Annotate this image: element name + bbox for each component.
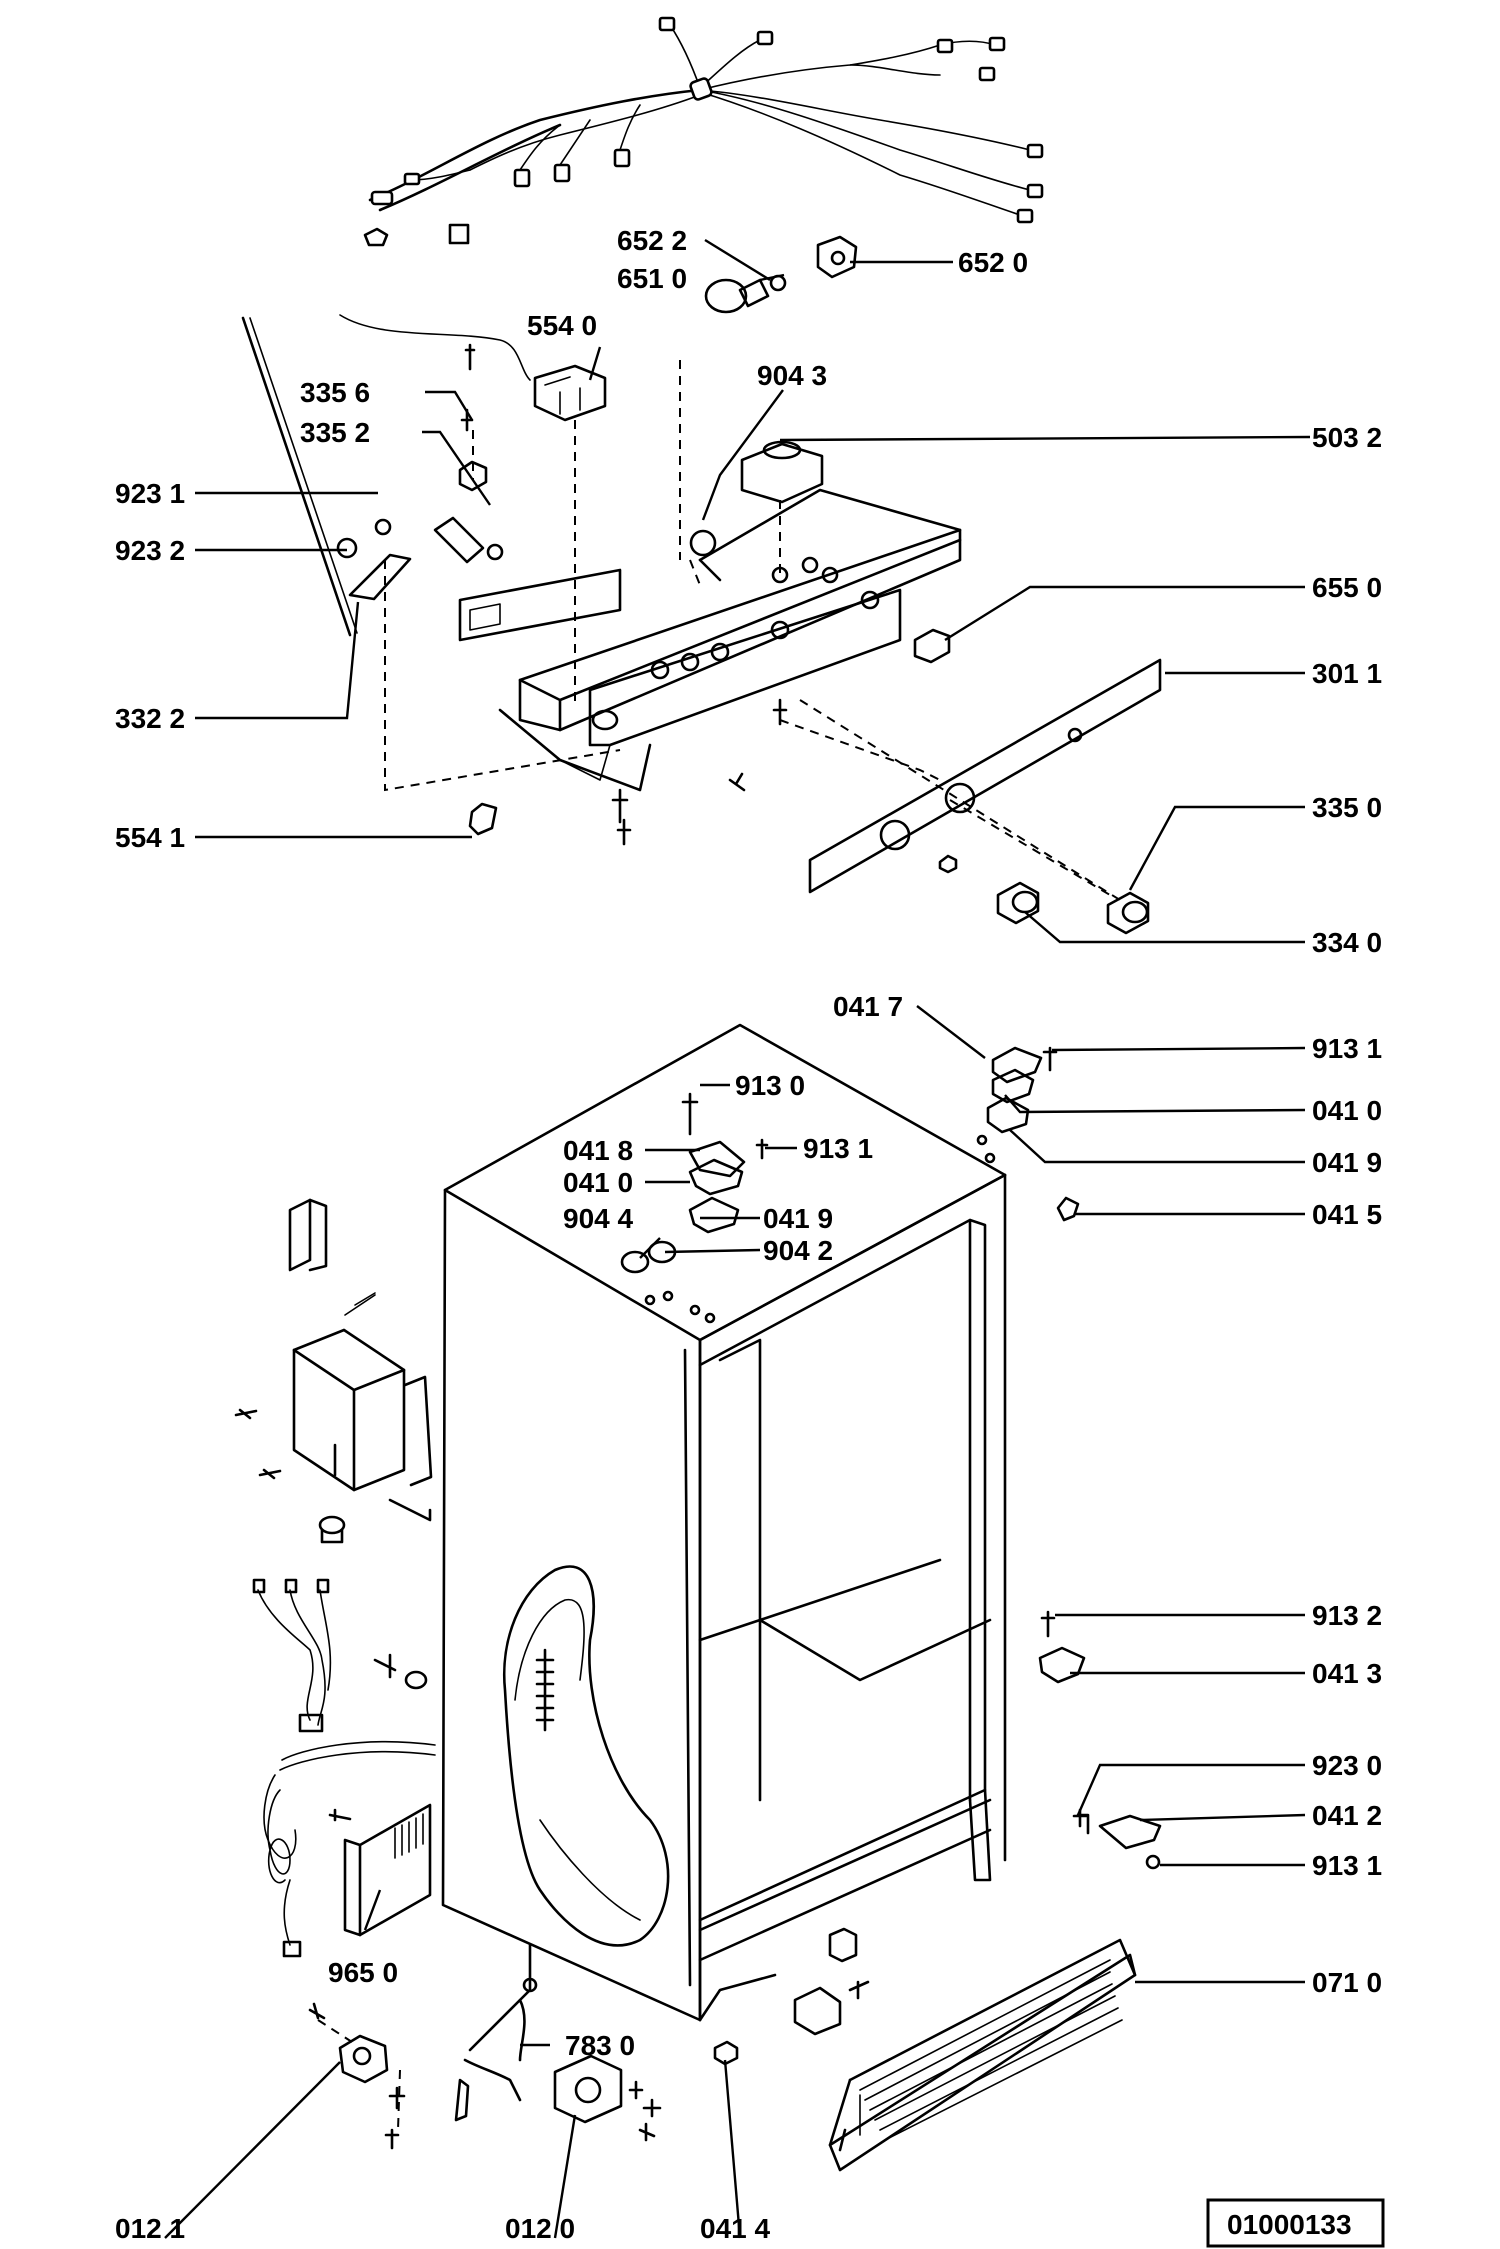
label-904-4: 904 4 [563,1203,633,1234]
label-334-0: 334 0 [1312,927,1382,958]
label-913-2: 913 2 [1312,1600,1382,1631]
label-913-1b: 913 1 [803,1133,873,1164]
label-041-0b: 041 0 [563,1167,633,1198]
control-panel-assembly [241,314,1162,935]
cabinet [441,1023,1007,2022]
label-071-0: 071 0 [1312,1967,1382,1998]
label-651-0: 651 0 [617,263,687,294]
label-913-0: 913 0 [735,1070,805,1101]
label-904-2: 904 2 [763,1235,833,1266]
label-923-2: 923 2 [115,535,185,566]
label-652-0: 652 0 [958,247,1028,278]
top-hinges [620,1046,1080,1324]
label-332-2: 332 2 [115,703,185,734]
label-041-9b: 041 9 [763,1203,833,1234]
document-number: 01000133 [1227,2209,1352,2240]
label-335-0: 335 0 [1312,792,1382,823]
label-335-2: 335 2 [300,417,370,448]
label-652-2: 652 2 [617,225,687,256]
label-041-2: 041 2 [1312,1800,1382,1831]
label-913-1c: 913 1 [1312,1850,1382,1881]
label-904-3: 904 3 [757,360,827,391]
electrical-components [234,1198,436,1958]
label-783-0: 783 0 [565,2030,635,2061]
label-913-1a: 913 1 [1312,1033,1382,1064]
wiring-harness [363,16,1044,247]
label-965-0: 965 0 [328,1957,398,1988]
part-labels: 652 2 651 0 652 0 554 0 904 3 335 6 335 … [115,225,1382,2244]
bottom-parts [308,1610,1162,2172]
label-041-4: 041 4 [700,2213,770,2244]
label-041-0a: 041 0 [1312,1095,1382,1126]
label-041-3: 041 3 [1312,1658,1382,1689]
label-041-9a: 041 9 [1312,1147,1382,1178]
label-923-0: 923 0 [1312,1750,1382,1781]
document-number-box: 01000133 [1206,2198,1385,2248]
label-923-1: 923 1 [115,478,185,509]
label-041-7: 041 7 [833,991,903,1022]
label-655-0: 655 0 [1312,572,1382,603]
label-335-6: 335 6 [300,377,370,408]
label-012-1: 012 1 [115,2213,185,2244]
label-554-1: 554 1 [115,822,185,853]
label-554-0: 554 0 [527,310,597,341]
label-301-1: 301 1 [1312,658,1382,689]
label-012-0: 012 0 [505,2213,575,2244]
label-503-2: 503 2 [1312,422,1382,453]
label-041-5: 041 5 [1312,1199,1382,1230]
leader-lines [164,238,1311,2239]
label-041-8: 041 8 [563,1135,633,1166]
